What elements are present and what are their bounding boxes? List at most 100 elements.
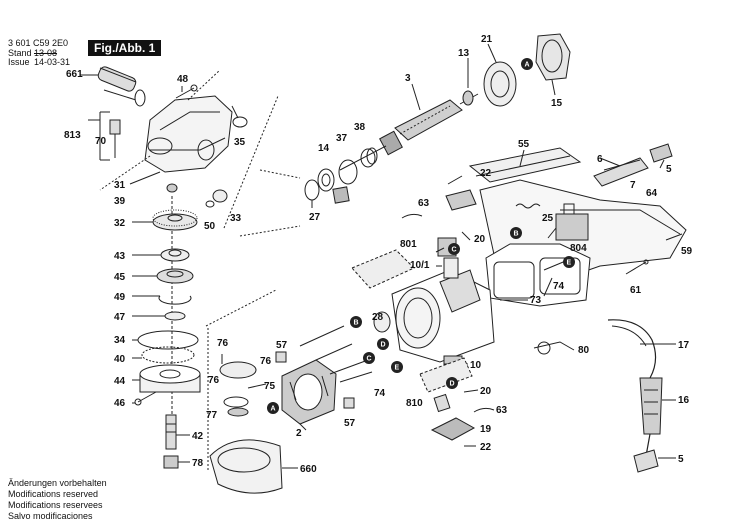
part-48: 48 (177, 74, 189, 85)
bearing-47 (164, 311, 186, 321)
issue-value: 14-03-31 (34, 57, 71, 67)
note-line: Salvo modificaciones (8, 511, 93, 521)
part-810: 810 (406, 398, 423, 409)
terminals (299, 325, 373, 383)
cable-protection-16 (639, 377, 663, 435)
part-10: 10 (470, 360, 482, 371)
part-20-top: 20 (474, 234, 486, 245)
cable-protection-6 (593, 157, 649, 187)
part-19: 19 (480, 424, 492, 435)
part-22-top: 22 (480, 168, 492, 179)
spindle-lock-813 (88, 111, 121, 161)
label-plate-801 (351, 249, 415, 289)
pad-19 (430, 417, 476, 441)
part-76-b: 76 (260, 356, 272, 367)
side-handle (97, 66, 146, 107)
part-13: 13 (458, 48, 470, 59)
part-21: 21 (481, 34, 493, 45)
part-3: 3 (405, 73, 411, 84)
part-number: 3 601 C59 2E0 (8, 38, 69, 48)
marker-d-mid: D (377, 338, 389, 350)
stand-label: Stand (8, 48, 32, 58)
bearing-flange-44 (139, 364, 201, 393)
protection-guard-660 (209, 439, 283, 494)
part-28: 28 (372, 312, 384, 323)
screw-20-top (461, 231, 471, 241)
part-64: 64 (646, 188, 658, 199)
part-33: 33 (230, 213, 242, 224)
label-plate-lower (419, 357, 473, 393)
fan-housing-21 (483, 61, 517, 107)
part-74-bottom: 74 (374, 388, 386, 399)
spring-25 (515, 203, 541, 209)
bearing-13 (462, 90, 474, 106)
part-46: 46 (114, 398, 126, 409)
part-57-top: 57 (276, 340, 288, 351)
part-49: 49 (114, 292, 126, 303)
part-37: 37 (336, 133, 348, 144)
armature-3 (339, 93, 479, 171)
part-40: 40 (114, 354, 126, 365)
svg-text:B: B (514, 231, 519, 238)
retaining-ring-49 (158, 295, 192, 305)
part-77: 77 (206, 410, 218, 421)
part-17: 17 (678, 340, 690, 351)
part-47: 47 (114, 312, 126, 323)
ring-37 (338, 159, 358, 185)
part-70: 70 (95, 136, 107, 147)
bevel-gear-32 (152, 209, 198, 231)
cable-clip-63-bottom (473, 407, 495, 413)
power-cable-17 (607, 319, 657, 379)
ring-14 (317, 168, 335, 192)
gear-flange-group (205, 289, 277, 470)
part-14: 14 (318, 143, 330, 154)
part-804: 804 (570, 243, 587, 254)
plug-33 (205, 189, 228, 208)
part-25: 25 (542, 213, 554, 224)
marker-b-top: B (510, 227, 522, 239)
part-34: 34 (114, 335, 126, 346)
notes-block: Änderungen vorbehalten Modifications res… (8, 478, 107, 522)
part-801: 801 (400, 239, 417, 250)
bearing-flange-40 (141, 346, 195, 364)
part-50: 50 (204, 221, 216, 232)
svg-text:A: A (525, 62, 530, 69)
flange-78 (163, 455, 179, 469)
air-guide-15 (535, 33, 571, 81)
part-80: 80 (578, 345, 590, 356)
note-line: Modifications reservees (8, 500, 103, 510)
screw-57-bottom (343, 397, 355, 409)
figure-label: Fig./Abb. 1 (88, 40, 162, 56)
motor-housing (391, 269, 495, 363)
part-45: 45 (114, 272, 126, 283)
screw-35 (231, 105, 248, 128)
cable-80 (533, 341, 575, 355)
ring-38 (360, 148, 376, 168)
marker-d-low: D (446, 377, 458, 389)
o-ring-34 (137, 330, 199, 350)
part-78: 78 (192, 458, 204, 469)
pad-63-top (445, 189, 477, 211)
part-660: 660 (300, 464, 317, 475)
stand-value: 13-08 (34, 48, 58, 58)
part-63-top: 63 (418, 198, 430, 209)
part-73: 73 (530, 295, 542, 306)
marker-e-top: E (563, 256, 575, 268)
switch-cover-55 (468, 147, 582, 183)
svg-text:C: C (367, 356, 372, 363)
part-22-bottom: 22 (480, 442, 492, 453)
issue-label: Issue (8, 57, 30, 67)
screw-61 (625, 259, 649, 275)
part-74-top: 74 (553, 281, 565, 292)
part-5-bottom: 5 (678, 454, 684, 465)
bearing-28 (373, 311, 391, 333)
part-61: 61 (630, 285, 642, 296)
svg-text:C: C (452, 247, 457, 254)
part-57-bottom: 57 (344, 418, 356, 429)
part-39: 39 (114, 196, 126, 207)
part-38: 38 (354, 122, 366, 133)
gear-housing (144, 95, 233, 173)
part-10-1: 10/1 (410, 260, 430, 271)
spindle-42 (165, 414, 177, 450)
part-15: 15 (551, 98, 563, 109)
